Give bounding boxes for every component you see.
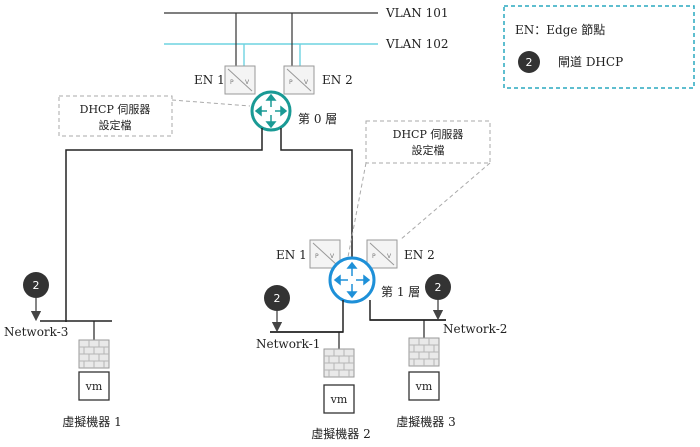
vm2-box-label: vm	[330, 393, 348, 406]
firewall-icon-vm1	[78, 339, 110, 369]
vm1-box	[78, 371, 110, 401]
vm1-box-label: vm	[85, 380, 103, 393]
firewall-icon-vm3	[408, 337, 440, 367]
dhcp-badge-network2-number: 2	[435, 281, 442, 294]
tier0-to-tier1-link	[280, 128, 353, 258]
tier1-edge-node-2: P V	[366, 239, 398, 269]
svg-text:P: P	[372, 253, 376, 260]
tier0-dhcp-config-line2: 設定檔	[99, 118, 132, 132]
network3-label: Network-3	[4, 325, 68, 339]
tier1-edge-node-1: P V	[309, 239, 341, 269]
svg-text:V: V	[304, 79, 309, 86]
svg-text:P: P	[289, 79, 293, 86]
svg-text:V: V	[245, 79, 250, 86]
tier1-router-icon	[328, 256, 376, 304]
tier1-label: 第 1 層	[381, 285, 420, 299]
tier1-en1-label: EN 1	[276, 248, 307, 262]
tier0-to-network3-link	[65, 128, 263, 322]
tier0-dhcp-config-line1: DHCP 伺服器	[80, 103, 151, 116]
tier0-en2-label: EN 2	[322, 73, 353, 87]
vm1-name: 虛擬機器 1	[62, 414, 121, 429]
svg-text:V: V	[330, 253, 335, 260]
vlan102-label: VLAN 102	[385, 37, 449, 51]
firewall-icon-vm2	[323, 348, 355, 378]
tier0-router-icon	[250, 90, 292, 132]
legend-badge	[518, 51, 540, 73]
vlan101-label: VLAN 101	[385, 6, 449, 20]
legend-box: EN：Edge 節點 2 閘道 DHCP	[503, 5, 695, 89]
legend-badge-number: 2	[526, 56, 533, 69]
svg-text:V: V	[387, 253, 392, 260]
legend-dhcp-text: 閘道 DHCP	[558, 55, 623, 69]
vm2-name: 虛擬機器 2	[311, 426, 370, 441]
dhcp-badge-network1-number: 2	[274, 292, 281, 305]
vm3-box	[408, 371, 440, 401]
tier0-label: 第 0 層	[298, 112, 337, 126]
legend-edge-text: EN：Edge 節點	[515, 22, 605, 37]
dhcp-badge-network2	[425, 274, 451, 321]
dhcp-badge-network3	[23, 272, 49, 322]
tier1-to-network2-link	[369, 300, 446, 321]
tier1-dhcp-config-line2: 設定檔	[412, 143, 445, 157]
dhcp-badge-network3-number: 2	[33, 279, 40, 292]
network2-label: Network-2	[443, 322, 507, 336]
tier0-uplinks	[235, 13, 301, 66]
tier1-dhcp-config-line1: DHCP 伺服器	[393, 128, 464, 141]
tier1-dhcp-config-callout	[347, 120, 491, 258]
svg-text:P: P	[230, 79, 234, 86]
tier0-edge-node-2: P V	[283, 65, 315, 95]
tier0-en1-label: EN 1	[194, 73, 225, 87]
vm2-box	[323, 384, 355, 414]
svg-text:P: P	[315, 253, 319, 260]
tier0-dhcp-config-callout	[58, 95, 251, 137]
vm3-name: 虛擬機器 3	[396, 414, 455, 429]
tier1-en2-label: EN 2	[404, 248, 435, 262]
tier0-edge-node-1: P V	[224, 65, 256, 95]
network1-label: Network-1	[256, 337, 320, 351]
dhcp-badge-network1	[264, 285, 290, 333]
vm3-box-label: vm	[415, 380, 433, 393]
